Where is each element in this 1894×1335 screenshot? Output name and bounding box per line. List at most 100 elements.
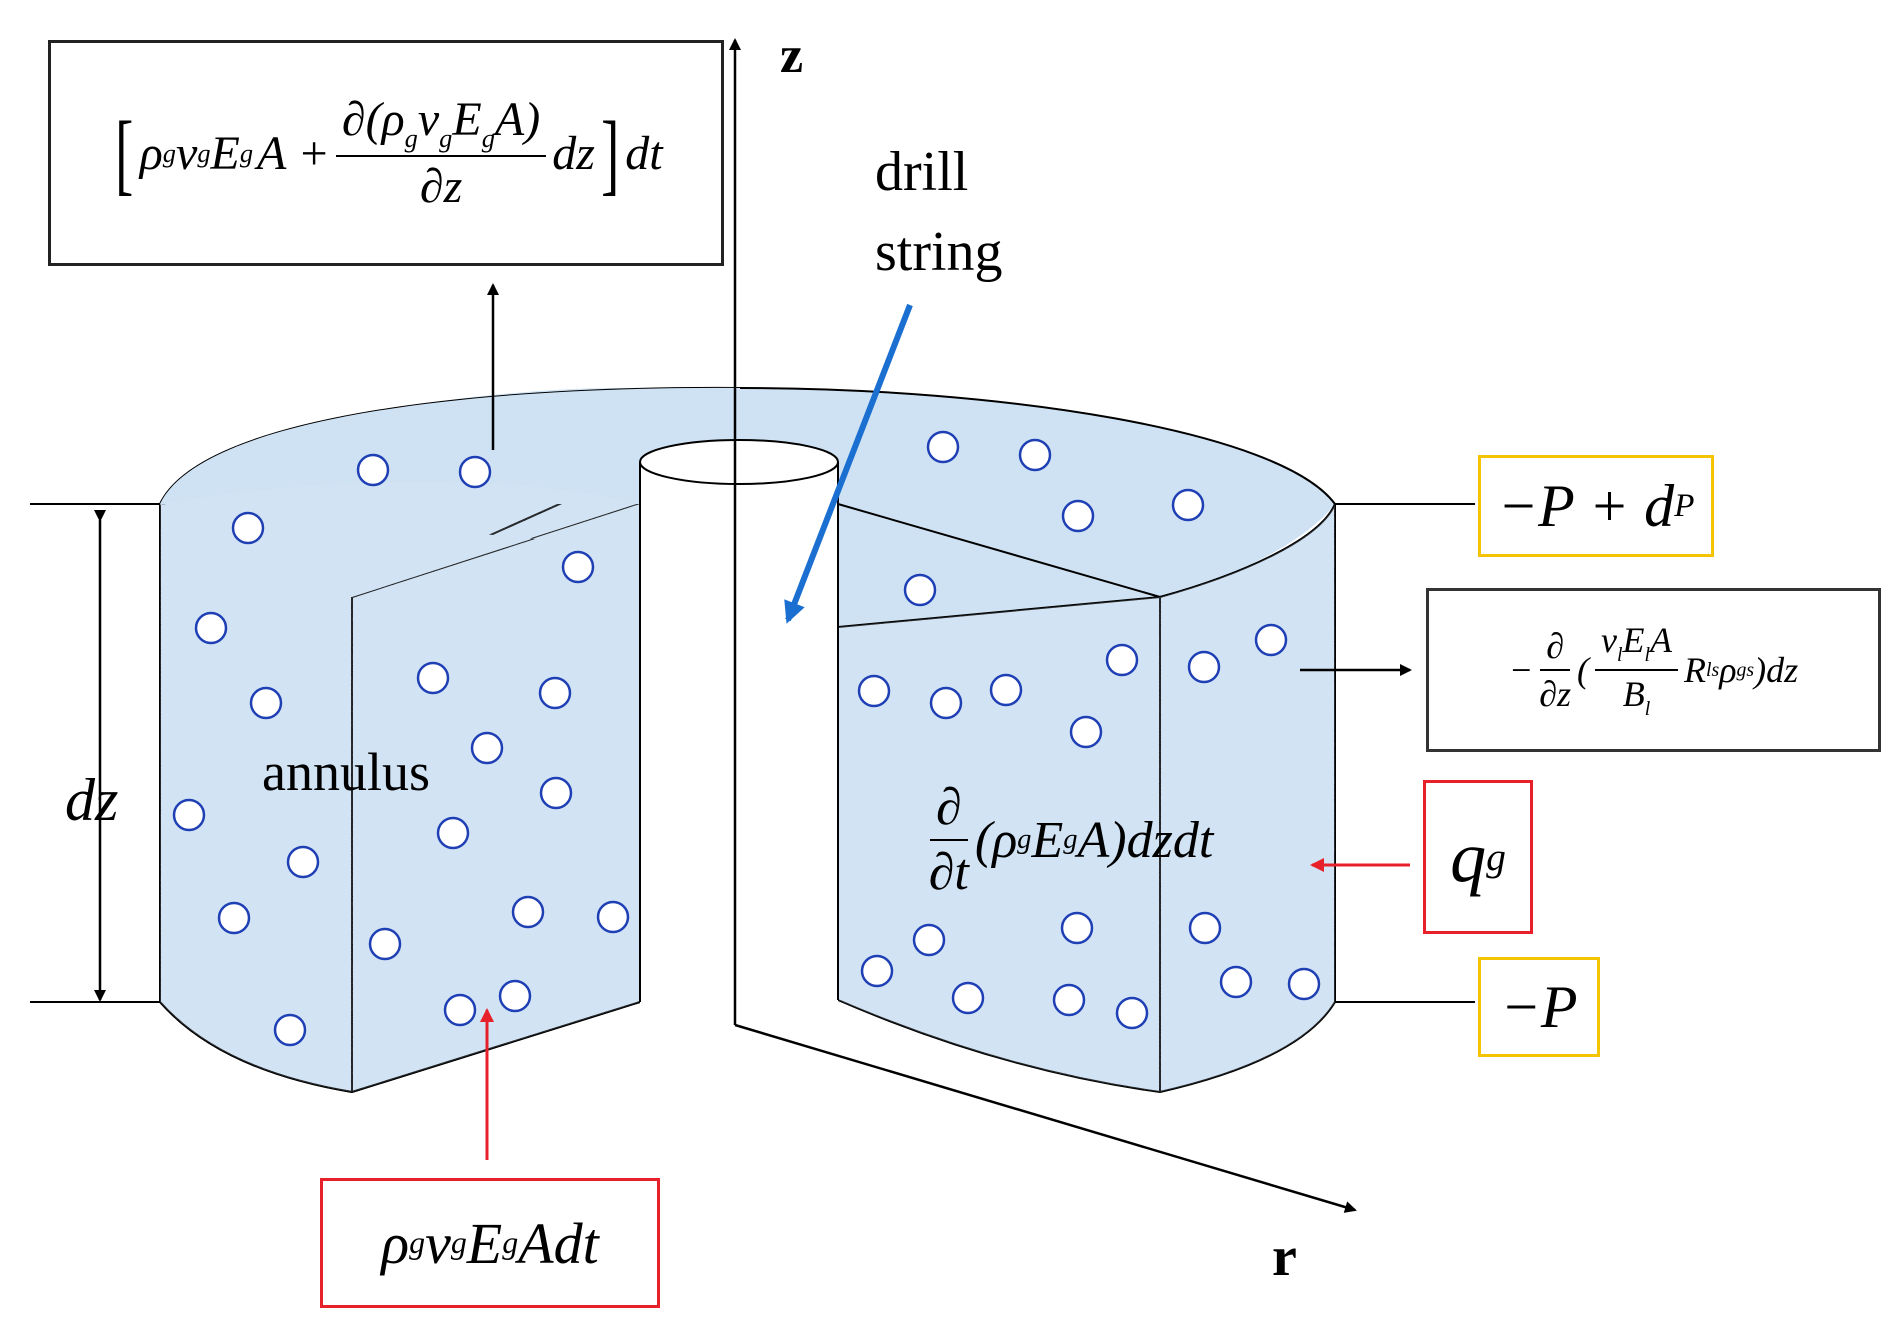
gas-bubble	[903, 573, 937, 607]
r-axis-label: r	[1272, 1226, 1297, 1288]
annulus-label: annulus	[262, 742, 430, 802]
mt-open: (	[1577, 650, 1590, 690]
top-flux-numerator: ∂(ρgvgEgA)	[335, 92, 547, 158]
gas-bubble	[470, 731, 504, 765]
gas-bubble	[539, 776, 573, 810]
sub: g	[239, 137, 254, 168]
drill-string-pipe	[639, 439, 839, 1022]
gas-bubble	[356, 453, 390, 487]
d1: B	[1622, 674, 1645, 714]
sub: gs	[1736, 658, 1755, 681]
axes	[729, 38, 1357, 1213]
i1: v	[1601, 620, 1617, 661]
sub: g	[162, 137, 176, 168]
sub: g	[502, 1225, 519, 1260]
gas-bubble	[416, 661, 450, 695]
gas-bubble	[912, 923, 946, 957]
gas-bubble	[249, 686, 283, 720]
acc-b2: E	[1031, 811, 1064, 869]
gas-bubble	[368, 927, 402, 961]
sub: g	[1063, 824, 1078, 855]
gas-bubble	[561, 550, 595, 584]
gas-bubble	[1254, 623, 1288, 657]
gas-bubble	[217, 901, 251, 935]
sub: g	[1486, 835, 1506, 879]
level-lines	[30, 503, 1475, 1003]
bracket-open: [	[115, 102, 134, 204]
top-flux-fraction: ∂(ρgvgEgA) ∂z	[335, 92, 547, 215]
gas-bubble	[498, 979, 532, 1013]
gas-bubble	[951, 981, 985, 1015]
gas-bubble	[596, 900, 630, 934]
mt-den: ∂z	[1539, 674, 1572, 714]
bf-v: v	[425, 1210, 451, 1276]
n4: A)	[494, 92, 541, 146]
z-axis-label: z	[780, 27, 803, 84]
gas-bubble	[194, 611, 228, 645]
gas-bubble	[1287, 967, 1321, 1001]
top-flux-dz: dz	[552, 126, 595, 180]
mt-derivative: ∂ ∂z	[1539, 625, 1571, 715]
sub: g	[1017, 824, 1032, 855]
bf-adt: Adt	[518, 1210, 599, 1276]
n1: ρ	[381, 92, 405, 146]
gas-bubble	[286, 845, 320, 879]
i3: A	[1650, 620, 1672, 661]
mt-inner-num: vlElA	[1595, 619, 1678, 671]
sub: g	[404, 122, 418, 153]
gas-bubble	[458, 455, 492, 489]
i2: E	[1622, 620, 1645, 661]
mt-rho: ρ	[1719, 650, 1737, 690]
n0: ∂(	[341, 92, 382, 146]
n3: E	[452, 92, 482, 146]
top-flux-e: E	[210, 126, 240, 180]
dz-label: dz	[65, 767, 118, 833]
mt-inner-den: Bl	[1623, 671, 1651, 721]
mt-r: R	[1684, 650, 1706, 690]
top-flux-dt: dt	[625, 126, 663, 180]
top-flux-rho: ρ	[139, 126, 163, 180]
gas-bubble	[1069, 715, 1103, 749]
gas-bubble	[443, 993, 477, 1027]
sub: g	[439, 122, 453, 153]
bf-e: E	[466, 1210, 503, 1276]
pressure-bottom-box: −P	[1478, 957, 1600, 1057]
gas-bubble	[1061, 499, 1095, 533]
gas-bubble	[172, 798, 206, 832]
bf-rho: ρ	[381, 1210, 410, 1276]
gas-bubble	[1105, 643, 1139, 677]
gas-bubble	[1187, 650, 1221, 684]
gas-bubbles	[172, 430, 1321, 1047]
q: q	[1450, 816, 1487, 897]
mt-num: ∂	[1540, 625, 1570, 671]
p-top-text: −P + d	[1497, 472, 1675, 539]
gas-bubble	[538, 676, 572, 710]
gas-bubble	[1219, 965, 1253, 999]
gas-bubble	[989, 673, 1023, 707]
sub: g	[409, 1225, 426, 1260]
top-flux-a-plus: A +	[257, 126, 330, 180]
fluid-texture	[160, 482, 1335, 1092]
gas-bubble	[1052, 983, 1086, 1017]
acc-b3: A)dzdt	[1077, 811, 1214, 869]
gas-bubble	[273, 1013, 307, 1047]
mt-close: )dz	[1754, 650, 1799, 690]
sub: g	[197, 137, 211, 168]
drill-string-label-line1: drill	[875, 141, 968, 203]
gas-bubble	[436, 816, 470, 850]
gas-bubble	[1188, 911, 1222, 945]
p-bottom-text: −P	[1500, 973, 1578, 1040]
sub: g	[481, 122, 495, 153]
n2: v	[417, 92, 440, 146]
sub: ls	[1706, 658, 1720, 681]
gas-bubble	[1018, 438, 1052, 472]
sub: g	[450, 1225, 467, 1260]
gas-bubble	[511, 895, 545, 929]
acc-b1: (ρ	[974, 811, 1018, 869]
